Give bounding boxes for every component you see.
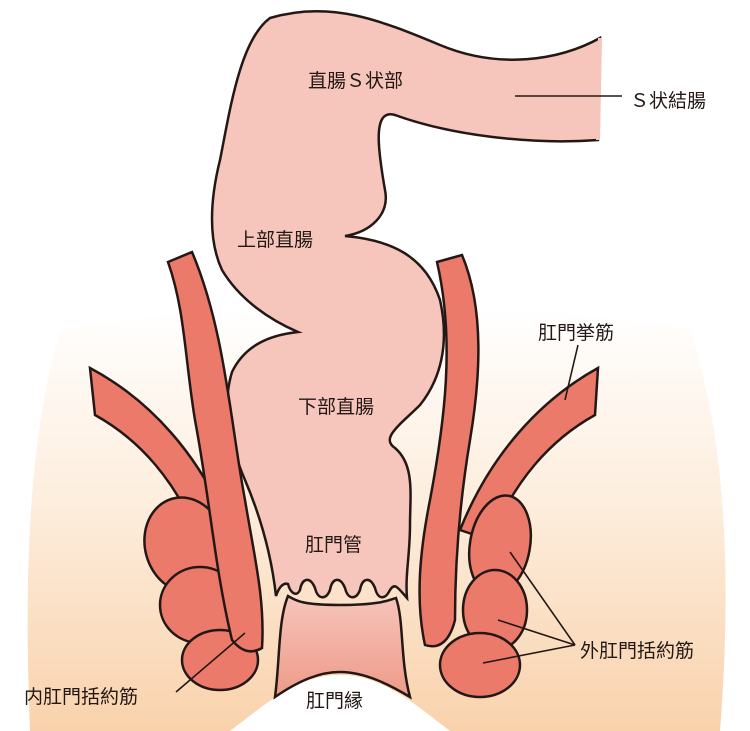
label-upper-rectum: 上部直腸 (237, 229, 314, 251)
label-external-sphincter: 外肛門括約筋 (580, 640, 695, 662)
leader-lines (175, 95, 622, 693)
external-sphincter-right (438, 494, 533, 699)
label-levator-ani: 肛門挙筋 (538, 322, 615, 344)
anal-canal-lower (273, 594, 413, 700)
label-rectosigmoid: 直腸Ｓ状部 (308, 70, 404, 92)
label-lower-rectum: 下部直腸 (298, 396, 375, 418)
rectum (210, 9, 602, 602)
label-anal-verge: 肛門縁 (306, 690, 364, 712)
label-internal-sphincter: 内肛門括約筋 (24, 686, 139, 708)
label-sigmoid-colon: Ｓ状結腸 (630, 90, 707, 112)
internal-sphincter-left (166, 250, 264, 653)
buttock-gap (230, 675, 450, 731)
label-anal-canal: 肛門管 (305, 534, 363, 556)
internal-sphincter-right (418, 253, 480, 648)
colon-end (596, 37, 602, 141)
